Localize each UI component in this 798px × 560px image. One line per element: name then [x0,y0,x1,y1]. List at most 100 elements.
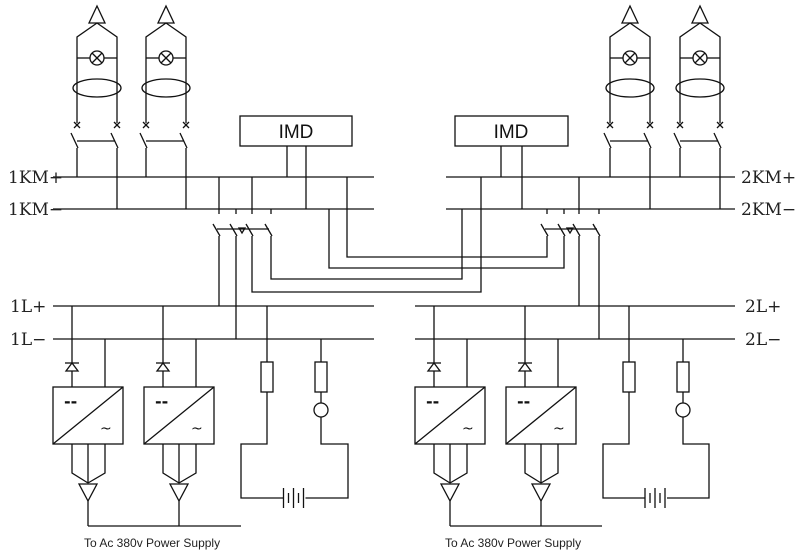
indicator-lamp-icon [692,50,708,66]
caption-ac-supply-right: To Ac 380v Power Supply [445,536,581,550]
switch-blade-icon [264,223,273,237]
imd-box-left [239,115,353,147]
wire [540,444,559,484]
current-transformer-icon [141,78,191,98]
dc-symbol: -- [517,392,530,411]
wire [178,444,197,484]
imd-box-right [454,115,569,147]
terminal-x-icon [73,121,81,129]
wire [524,444,542,484]
wire [251,177,482,293]
wire [667,417,710,499]
ac-symbol: ~ [100,421,112,437]
switch-blade-icon [603,132,612,149]
bus-label-2km-neg: 2KM− [741,200,796,220]
branch-wire [145,22,187,123]
indicator-lamp-icon [622,50,638,66]
bus-label-1km-pos: 1KM+ [8,168,63,188]
dc-ac-converter-box [505,386,577,445]
imd-label-left: IMD [279,122,314,143]
branch-wire [679,22,721,123]
converter-diagonal [52,386,124,445]
ac-symbol: ~ [462,421,474,437]
diode-icon [64,361,80,372]
wire [87,444,106,484]
current-transformer-icon [72,78,122,98]
switch-blade-icon [212,223,221,237]
switch-blade-icon [229,223,238,237]
ac-input-triangle-icon [439,483,461,503]
bus-label-1l-neg: 1L− [10,330,46,350]
fuse-icon [260,361,274,393]
converter-diagonal [143,386,215,445]
dc-symbol: -- [155,392,168,411]
charging-connector-icon [690,4,710,24]
switch-blade-icon [245,223,254,237]
ammeter-icon [313,402,329,418]
bus-label-1l-pos: 1L+ [10,297,46,317]
switch-blade-icon [572,223,581,237]
switch-blade-icon [70,132,79,149]
wire [270,209,463,280]
charging-connector-icon [87,4,107,24]
converter-diagonal [505,386,577,445]
wire [346,177,548,258]
terminal-x-icon [182,121,190,129]
dc-ac-converter-box [143,386,215,445]
indicator-lamp-icon [89,50,105,66]
indicator-lamp-icon [158,50,174,66]
fuse-icon [622,361,636,393]
lamp-cross [91,52,103,64]
converter-diagonal [414,386,486,445]
wire [71,444,89,484]
wire [433,444,451,484]
terminal-x-icon [142,121,150,129]
switch-blade-icon [557,223,566,237]
terminal-x-icon [606,121,614,129]
wire [305,417,349,499]
diode-icon [517,361,533,372]
imd-label-right: IMD [494,122,529,143]
lamp-cross [694,52,706,64]
bus-label-2km-pos: 2KM+ [741,168,796,188]
interlock-triangle-icon [237,227,247,235]
interlock-triangle-icon [565,227,575,235]
diode-icon [426,361,442,372]
lamp-cross [624,52,636,64]
switch-blade-icon [139,132,148,149]
bus-label-2l-pos: 2L+ [745,297,781,317]
branch-wire [609,22,651,123]
charging-connector-icon [620,4,640,24]
lamp-cross [160,52,172,64]
caption-ac-supply-left: To Ac 380v Power Supply [84,536,220,550]
switch-blade-icon [592,223,601,237]
wire [162,444,180,484]
wire [328,209,565,269]
dc-symbol: -- [64,392,77,411]
dc-symbol: -- [426,392,439,411]
bus-label-2l-neg: 2L− [745,330,781,350]
dc-ac-converter-box [414,386,486,445]
ac-input-triangle-icon [168,483,190,503]
current-transformer-icon [675,78,725,98]
switch-blade-icon [673,132,682,149]
fuse-icon [314,361,328,393]
terminal-x-icon [646,121,654,129]
ac-input-triangle-icon [77,483,99,503]
charging-connector-icon [156,4,176,24]
terminal-x-icon [113,121,121,129]
fuse-icon [676,361,690,393]
terminal-x-icon [716,121,724,129]
ac-symbol: ~ [553,421,565,437]
diode-icon [155,361,171,372]
switch-blade-icon [540,223,549,237]
wire [240,392,284,499]
current-transformer-icon [605,78,655,98]
wire [602,392,645,499]
ac-symbol: ~ [191,421,203,437]
wire [449,444,468,484]
ammeter-icon [675,402,691,418]
branch-wire [76,22,118,123]
